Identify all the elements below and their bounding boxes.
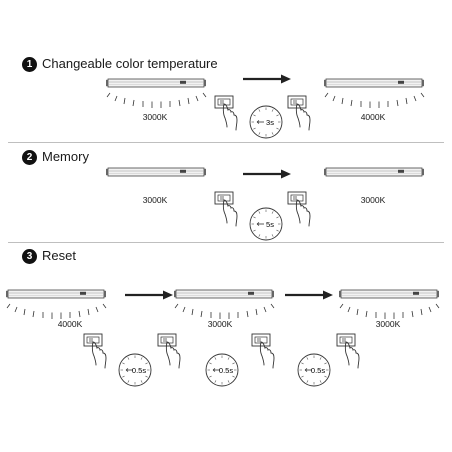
light-rays xyxy=(106,90,207,109)
timer-dial-icon: 5s xyxy=(249,207,283,241)
timer-duration: 3s xyxy=(266,118,274,127)
hand-release-switch-icon xyxy=(157,333,181,369)
section-3-heading: 3 Reset xyxy=(22,248,76,264)
hand-release-switch-icon xyxy=(287,95,311,131)
step-number-badge: 1 xyxy=(22,56,37,72)
led-light-bar xyxy=(105,78,207,88)
timer-dial-icon: 0.5s xyxy=(205,353,239,387)
step-number-badge: 2 xyxy=(22,149,37,165)
right-arrow-icon xyxy=(241,168,293,180)
section-title: Changeable color temperature xyxy=(42,56,218,71)
section-memory: 2 Memory 3000K 3000K 5s xyxy=(0,142,452,242)
hand-press-switch-icon xyxy=(251,333,275,369)
led-light-bar xyxy=(323,167,425,177)
section-title: Memory xyxy=(42,149,89,164)
lamp-after-illustration xyxy=(323,78,425,109)
section-title: Reset xyxy=(42,248,76,263)
led-light-bar xyxy=(5,289,107,299)
light-rays xyxy=(324,90,425,109)
light-rays xyxy=(339,301,440,320)
led-light-bar xyxy=(323,78,425,88)
section-divider xyxy=(8,242,444,243)
timer-duration: 0.5s xyxy=(311,366,325,375)
light-rays xyxy=(6,301,107,320)
section-2-heading: 2 Memory xyxy=(22,149,89,165)
right-arrow-icon xyxy=(283,289,335,301)
timer-dial-icon: 3s xyxy=(249,105,283,139)
temperature-label-start: 4000K xyxy=(57,319,83,329)
right-arrow-icon xyxy=(241,73,293,85)
timer-duration: 0.5s xyxy=(132,366,146,375)
timer-duration: 0.5s xyxy=(219,366,233,375)
temperature-label-end: 3000K xyxy=(375,319,401,329)
section-changeable-color-temperature: 1 Changeable color temperature 3000K 400… xyxy=(0,0,452,140)
led-light-bar xyxy=(105,167,207,177)
hand-press-switch-icon xyxy=(214,191,238,227)
temperature-label-before: 3000K xyxy=(142,112,168,122)
temperature-label-after: 4000K xyxy=(360,112,386,122)
temperature-label-middle: 3000K xyxy=(207,319,233,329)
hand-release-switch-icon xyxy=(336,333,360,369)
light-rays xyxy=(174,301,275,320)
timer-duration: 5s xyxy=(266,220,274,229)
timer-dial-icon: 0.5s xyxy=(297,353,331,387)
temperature-label-before: 3000K xyxy=(142,195,168,205)
hand-press-switch-icon xyxy=(214,95,238,131)
led-light-bar xyxy=(173,289,275,299)
section-divider xyxy=(8,142,444,143)
temperature-label-after: 3000K xyxy=(360,195,386,205)
section-1-heading: 1 Changeable color temperature xyxy=(22,56,218,72)
hand-press-switch-icon xyxy=(83,333,107,369)
lamp-after-illustration xyxy=(323,167,425,177)
timer-dial-icon: 0.5s xyxy=(118,353,152,387)
lamp-before-illustration xyxy=(105,167,207,177)
section-reset: 3 Reset 4000K 3000K 3000K 0.5s 0.5s xyxy=(0,242,452,452)
lamp-before-illustration xyxy=(105,78,207,109)
right-arrow-icon xyxy=(123,289,175,301)
led-light-bar xyxy=(338,289,440,299)
step-number-badge: 3 xyxy=(22,248,37,264)
hand-release-switch-icon xyxy=(287,191,311,227)
